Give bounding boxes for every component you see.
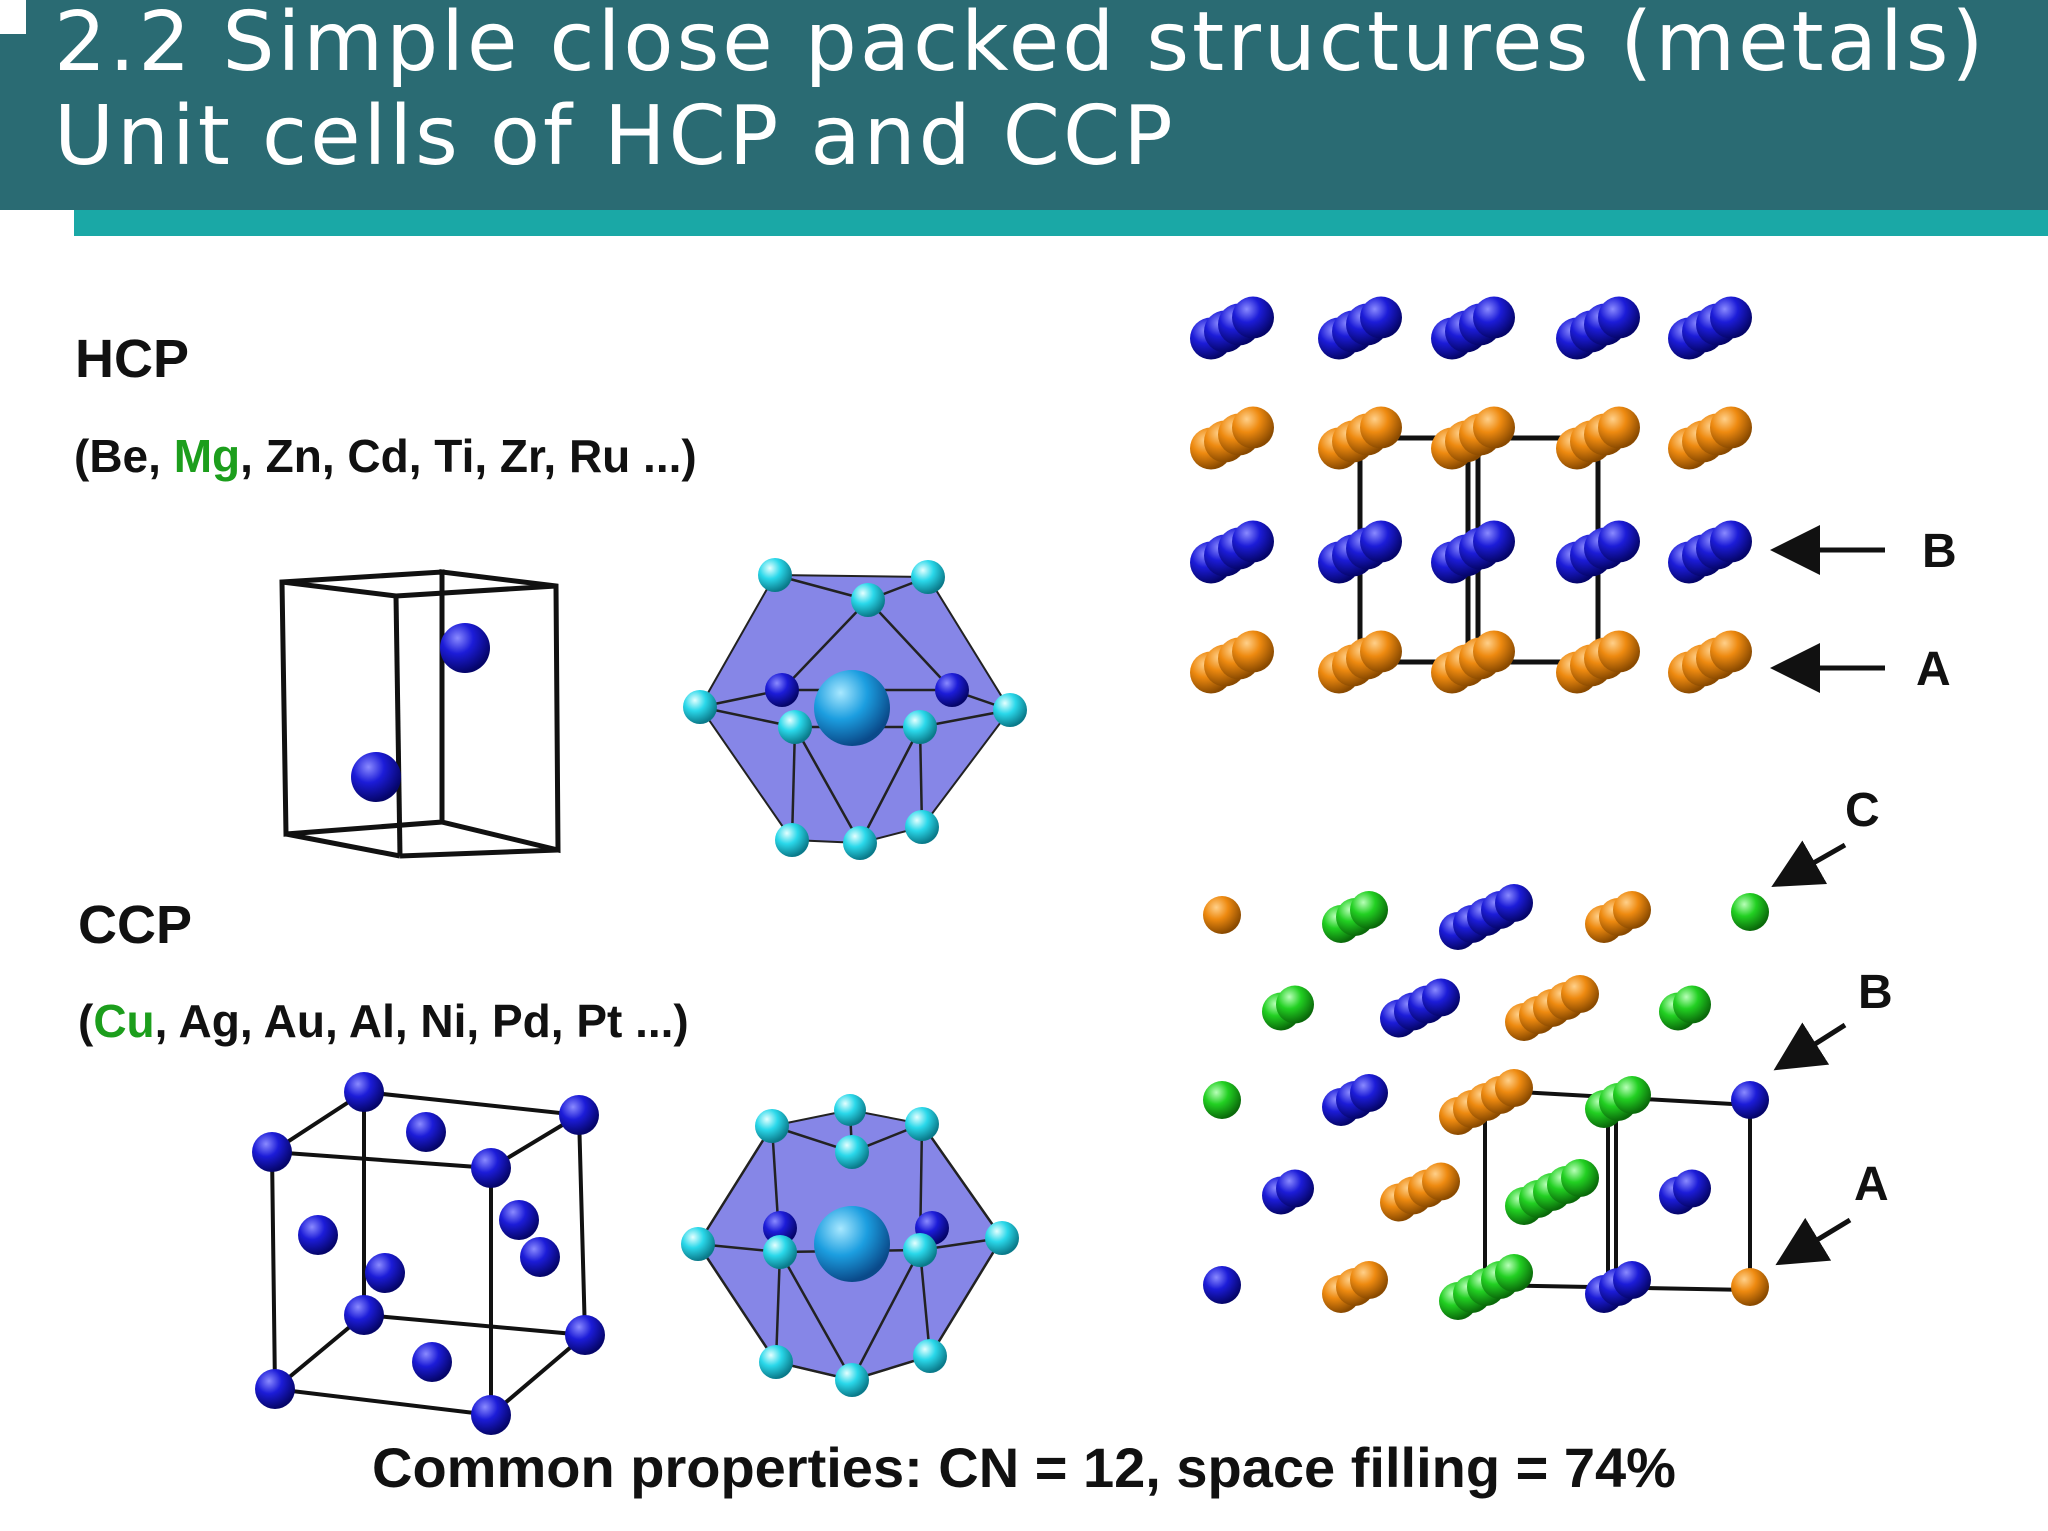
hcp-layer-label-a: A (1916, 643, 1951, 696)
ccp-atom-group (1585, 1076, 1651, 1128)
hcp-layer-stacking-diagram: B A (1190, 296, 1957, 696)
ccp-atom-group (1731, 893, 1769, 931)
hcp-row-orange (1190, 406, 1274, 470)
ccp-layer-label-b: B (1858, 966, 1893, 1019)
ccp-atom-group (1659, 985, 1711, 1031)
ccp-atom-group (1203, 1266, 1241, 1304)
hcp-row-blue (1556, 520, 1640, 584)
hcp-row-blue (1318, 520, 1402, 584)
ccp-atom-group (1322, 1074, 1388, 1126)
hcp-layer-label-b: B (1922, 525, 1957, 578)
ccp-atom-group (1380, 1162, 1460, 1222)
hcp-row-orange (1318, 630, 1402, 694)
slide-title-line-2: Unit cells of HCP and CCP (54, 89, 1176, 184)
hcp-elements-open: (Be, (74, 430, 174, 482)
ccp-atom-group (1322, 891, 1388, 943)
ccp-atom-group (1439, 1254, 1533, 1320)
ccp-atom-group (1505, 1159, 1599, 1225)
ccp-atom-group (1203, 1081, 1241, 1119)
ccp-elements-open: ( (78, 995, 94, 1047)
ccp-elements-highlight: Cu (93, 995, 155, 1047)
hcp-cell-atom-lower (351, 752, 401, 802)
ccp-layer-stacking-diagram: C B A (1203, 784, 1893, 1320)
title-corner-mark (0, 0, 26, 34)
hcp-heading: HCP (75, 329, 190, 389)
ccp-layer-arrow-c (1771, 840, 1847, 887)
hcp-cell-atom-upper (440, 623, 490, 673)
ccp-unit-cell-figure (252, 1072, 605, 1435)
hcp-row-orange (1556, 406, 1640, 470)
hcp-row-blue (1318, 296, 1402, 360)
ccp-atom-group (1380, 978, 1460, 1038)
hcp-row-orange (1556, 630, 1640, 694)
ccp-coordination-polyhedron (681, 1094, 1019, 1397)
ccp-atom-group (1585, 891, 1651, 943)
hcp-row-orange (1668, 406, 1752, 470)
ccp-element-list: (Cu, Ag, Au, Al, Ni, Pd, Pt ...) (78, 998, 689, 1044)
hcp-coordination-polyhedron (683, 558, 1027, 860)
ccp-atom-group (1505, 975, 1599, 1041)
hcp-element-list: (Be, Mg, Zn, Cd, Ti, Zr, Ru ...) (74, 433, 697, 479)
slide-title-line-1: 2.2 Simple close packed structures (meta… (54, 0, 1987, 90)
hcp-row-blue (1668, 520, 1752, 584)
hcp-row-orange (1431, 630, 1515, 694)
hcp-atom-rows (1190, 296, 1752, 694)
hcp-row-blue (1431, 520, 1515, 584)
hcp-row-blue (1190, 520, 1274, 584)
hcp-row-orange (1190, 630, 1274, 694)
ccp-atom-rows (1203, 884, 1769, 1320)
ccp-atom-group (1203, 896, 1241, 934)
title-bar (0, 0, 2048, 210)
ccp-layer-label-a: A (1854, 1158, 1889, 1211)
ccp-atom-group (1439, 1069, 1533, 1135)
ccp-atom-group (1439, 884, 1533, 950)
ccp-atom-group (1731, 1268, 1769, 1306)
hcp-elements-highlight: Mg (173, 430, 241, 482)
ccp-atom-group (1322, 1261, 1388, 1313)
ccp-layer-label-c: C (1845, 784, 1880, 837)
ccp-atom-group (1262, 1169, 1314, 1215)
hcp-unit-cell-figure (279, 569, 561, 859)
ccp-layer-arrow-b (1773, 1022, 1847, 1071)
ccp-elements-rest: , Ag, Au, Al, Ni, Pd, Pt ...) (154, 995, 689, 1047)
hcp-row-blue (1431, 296, 1515, 360)
ccp-heading: CCP (78, 895, 193, 955)
hcp-row-blue (1190, 296, 1274, 360)
hcp-row-blue (1556, 296, 1640, 360)
ccp-atom-group (1585, 1261, 1651, 1313)
hcp-central-atom (814, 670, 890, 746)
ccp-layer-arrow-a (1775, 1217, 1852, 1266)
hcp-row-orange (1431, 406, 1515, 470)
ccp-central-atom (814, 1206, 890, 1282)
hcp-row-orange (1668, 630, 1752, 694)
hcp-elements-rest: , Zn, Cd, Ti, Zr, Ru ...) (240, 430, 697, 482)
hcp-row-orange (1318, 406, 1402, 470)
hcp-row-blue (1668, 296, 1752, 360)
title-accent-bar (74, 210, 2048, 236)
common-properties-footer: Common properties: CN = 12, space fillin… (372, 1436, 1676, 1499)
ccp-atom-group (1659, 1169, 1711, 1215)
ccp-atom-group (1262, 985, 1314, 1031)
ccp-atom-group (1731, 1081, 1769, 1119)
